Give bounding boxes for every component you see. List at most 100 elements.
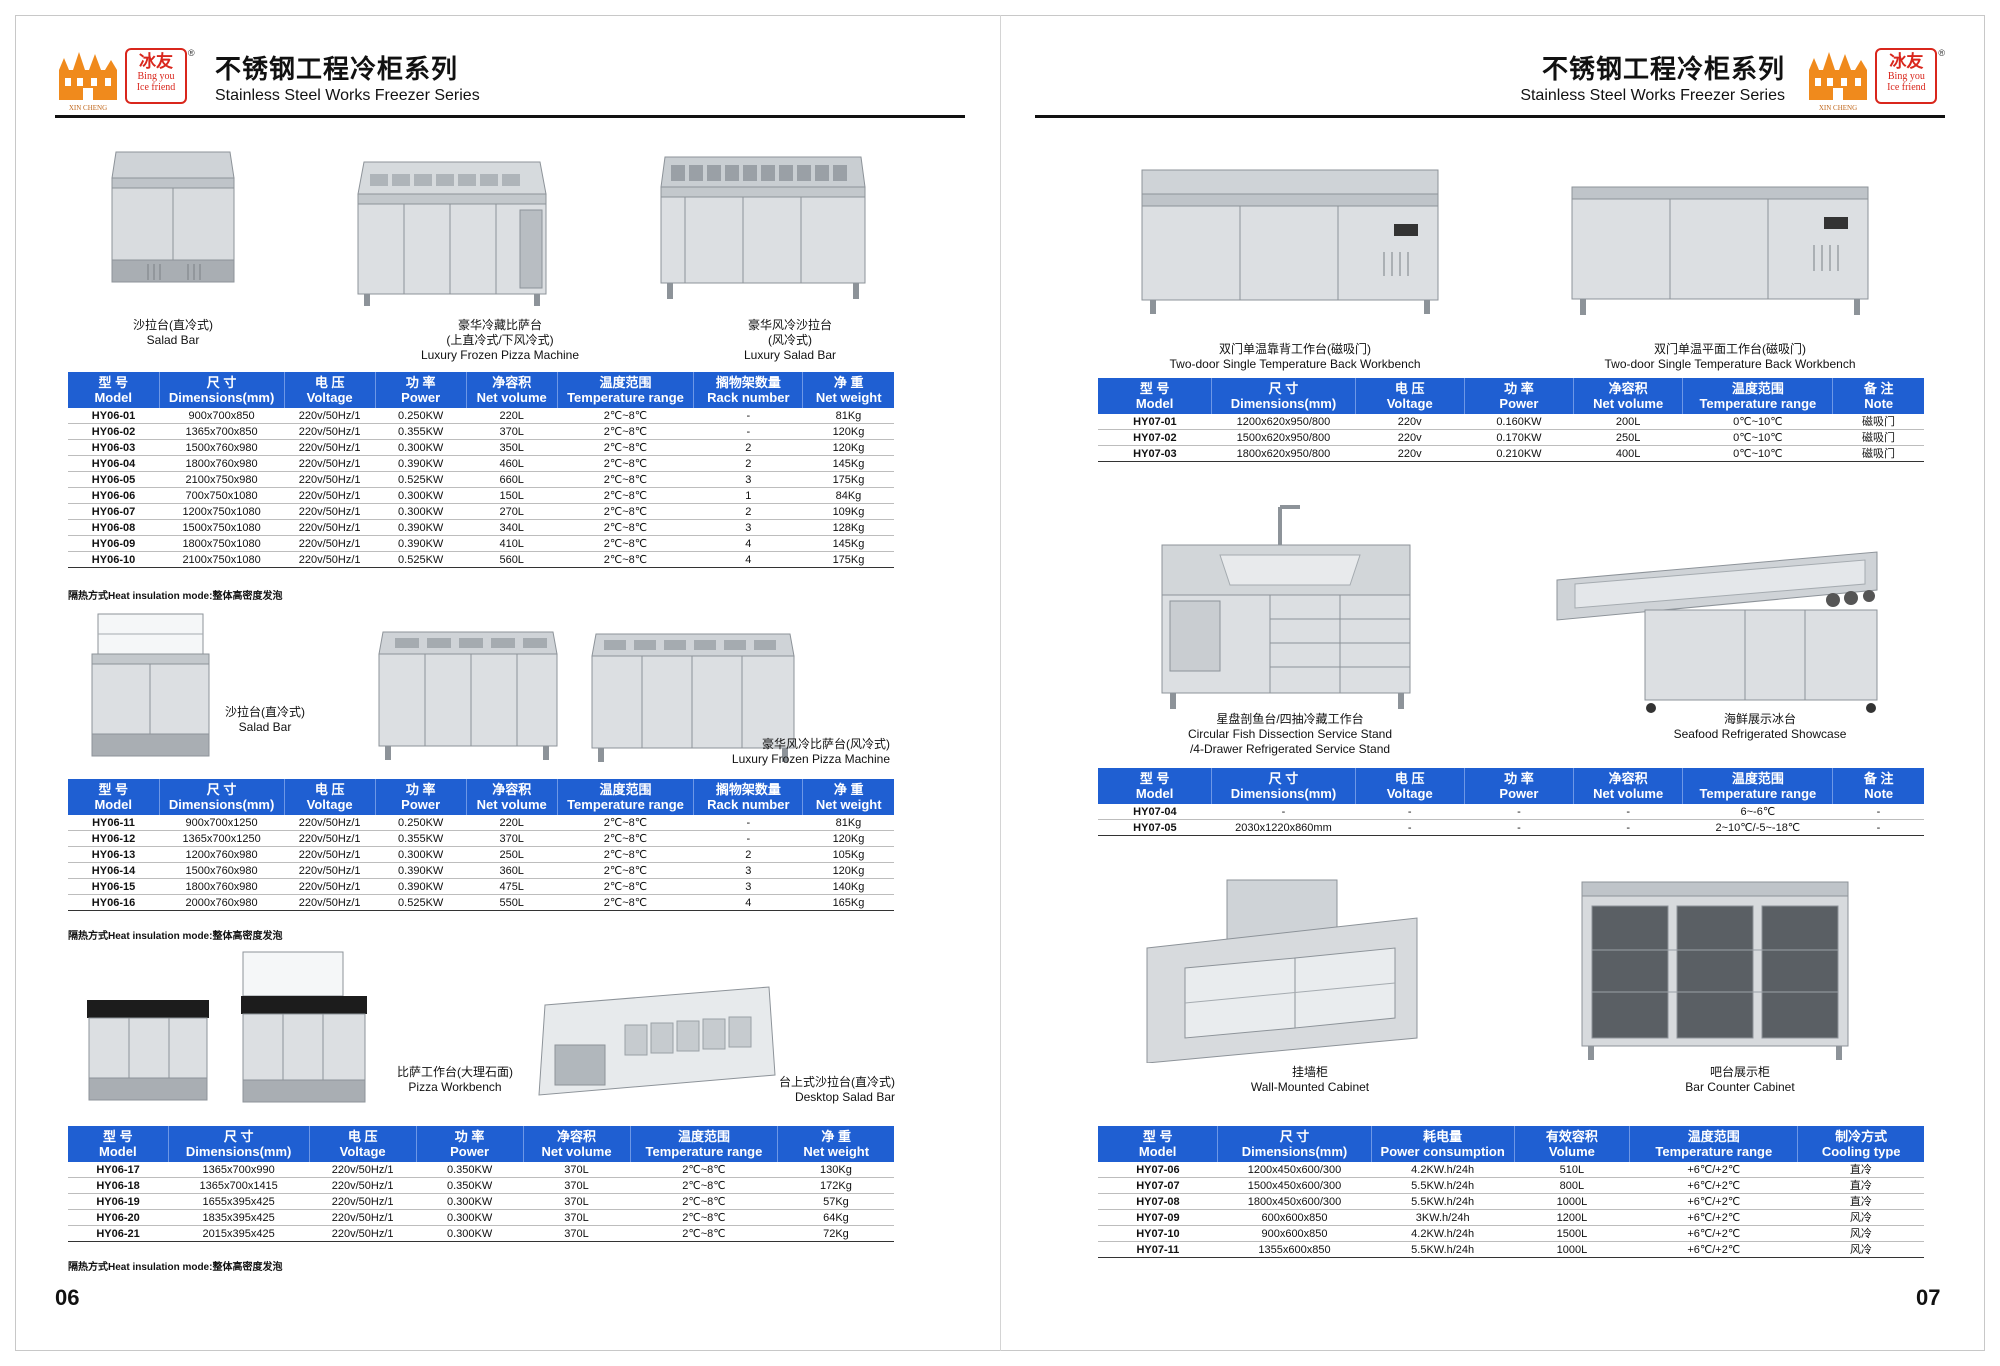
column-header-cn: 电 压 [314,375,345,390]
model-cell: HY07-05 [1098,819,1212,836]
column-header-cn: 温度范围 [599,782,652,797]
table-cell: 1800x620x950/800 [1211,445,1356,462]
column-header-cn: 型 号 [102,1129,133,1144]
column-header-en: Note [1864,786,1894,801]
table-cell: 2℃~8℃ [557,535,694,552]
table-cell: 磁吸门 [1832,414,1924,430]
table-cell: 220v/50Hz/1 [284,487,376,504]
table-cell: 5.5KW.h/24h [1371,1193,1515,1210]
table-cell: 0℃~10℃ [1682,429,1833,446]
table-cell: 410L [466,535,558,552]
column-header-cn: 备 注 [1863,771,1894,786]
caption-desktop-salad-bar: 台上式沙拉台(直冷式) Desktop Salad Bar [735,1075,895,1105]
column-header-en: Net weight [815,390,882,405]
table-cell: 风冷 [1797,1241,1924,1258]
table-cell: 560L [466,551,558,568]
table-cell: 220v/50Hz/1 [309,1162,417,1178]
salad-bar-photo [108,150,238,290]
caption-fish-stand: 星盘剖鱼台/四抽冷藏工作台 Circular Fish Dissection S… [1165,712,1415,757]
table-cell: 0.300KW [416,1193,524,1210]
table-cell: 57Kg [777,1193,894,1210]
brand-logo: XIN CHENG 冰友 Bing you Ice friend ® [55,48,195,112]
table-cell: 1800x760x980 [159,455,285,472]
table-cell: 550L [466,894,558,911]
castle-logo-icon: XIN CHENG [55,48,121,112]
model-cell: HY06-11 [68,815,160,831]
column-header-cn: 净 重 [821,1129,852,1144]
table-cell: 220v/50Hz/1 [309,1193,417,1210]
table-cell: 340L [466,519,558,536]
table-cell: 1355x600x850 [1217,1241,1372,1258]
table-cell: 0.300KW [416,1209,524,1226]
column-header-cn: 温度范围 [599,375,652,390]
table-cell: 81Kg [802,815,894,831]
table-cell: 81Kg [802,408,894,424]
column-header-en: Voltage [1386,396,1433,411]
table-cell: 2℃~8℃ [630,1162,778,1178]
column-header-en: Model [1135,786,1174,801]
column-header-en: Voltage [306,390,353,405]
caption-cn: 海鲜展示冰台 [1723,712,1796,726]
model-cell: HY07-10 [1098,1225,1218,1242]
insulation-note: 隔热方式Heat insulation mode:整体高密度发泡 [68,931,283,942]
table-cell: 2℃~8℃ [557,455,694,472]
table-cell: 460L [466,455,558,472]
table-cell: 200L [1573,414,1683,430]
table-cell: 0℃~10℃ [1682,414,1833,430]
table-cell: 0.525KW [375,894,467,911]
table-cell: 220v/50Hz/1 [309,1225,417,1242]
table-cell: - [693,408,803,424]
model-cell: HY06-18 [68,1177,169,1194]
caption-cn: 吧台展示柜 [1709,1065,1770,1079]
table-cell: 2℃~8℃ [557,519,694,536]
table-cell: 2100x750x1080 [159,551,285,568]
model-cell: HY07-08 [1098,1193,1218,1210]
table-cell: 1500x450x600/300 [1217,1177,1372,1194]
column-header-en: Power [1499,786,1539,801]
table-cell: 220v/50Hz/1 [284,830,376,847]
table-cell: 220v/50Hz/1 [284,455,376,472]
column-header-cn: 功 率 [454,1129,485,1144]
caption-salad-bar-2: 沙拉台(直冷式) Salad Bar [205,705,325,735]
model-cell: HY06-14 [68,862,160,879]
castle-logo-icon: XIN CHENG [1805,48,1871,112]
caption-en: Luxury Frozen Pizza Machine [420,348,580,362]
table-cell: 3 [693,471,803,488]
table-cell: 220v/50Hz/1 [284,862,376,879]
column-header-en: Net volume [541,1144,612,1159]
column-header-cn: 温度范围 [1731,381,1784,396]
table-cell: 120Kg [802,830,894,847]
table-cell: 1500L [1514,1225,1630,1242]
table-cell: 130Kg [777,1162,894,1178]
table-cell: 磁吸门 [1832,445,1924,462]
caption-en: /4-Drawer Refrigerated Service Stand [1189,742,1391,756]
caption-cn: (风冷式) [768,333,812,347]
table-cell: 0.170KW [1464,429,1574,446]
column-header-cn: 制冷方式 [1835,1129,1888,1144]
column-header-cn: 耗电量 [1423,1129,1463,1144]
model-cell: HY06-08 [68,519,160,536]
header-right: 不锈钢工程冷柜系列 Stainless Steel Works Freezer … [1035,48,1945,118]
table-cell: 250L [466,846,558,863]
column-header-en: Volume [1548,1144,1595,1159]
table-cell: 2℃~8℃ [557,439,694,456]
model-cell: HY06-09 [68,535,160,552]
caption-en: Pizza Workbench [408,1080,502,1094]
column-header-cn: 型 号 [1139,771,1170,786]
table-cell: 2 [693,503,803,520]
